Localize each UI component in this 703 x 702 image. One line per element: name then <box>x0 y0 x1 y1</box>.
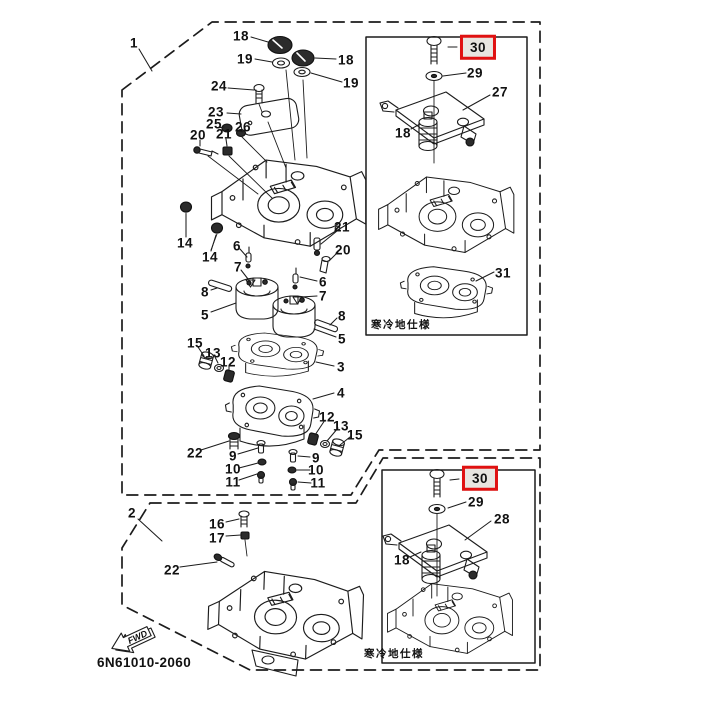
part-callout-6: 6 <box>232 238 242 254</box>
exploded-carburetor-1 <box>179 35 367 491</box>
part-callout-21: 21 <box>333 219 351 235</box>
part-callout-28: 28 <box>493 511 511 527</box>
part-callout-12: 12 <box>219 354 237 370</box>
part-callout-16: 16 <box>208 516 226 532</box>
cold-climate-assembly-top <box>378 35 515 319</box>
part-callout-14: 14 <box>176 235 194 251</box>
part-callout-5: 5 <box>200 307 210 323</box>
part-callout-4: 4 <box>336 385 346 401</box>
part-callout-13: 13 <box>204 345 222 361</box>
part-callout-26: 26 <box>234 119 252 135</box>
cold-climate-caption-top: 寒冷地仕様 <box>371 319 431 331</box>
part-callout-27: 27 <box>491 84 509 100</box>
part-callout-15: 15 <box>186 335 204 351</box>
part-callout-18: 18 <box>393 552 411 568</box>
part-callout-18: 18 <box>337 52 355 68</box>
part-callout-18: 18 <box>232 28 250 44</box>
part-callout-9: 9 <box>311 450 321 466</box>
part-callout-12: 12 <box>318 409 336 425</box>
drawing-number: 6N61010-2060 <box>97 655 192 670</box>
part-callout-7: 7 <box>233 259 243 275</box>
part-callout-30[interactable]: 30 <box>459 34 497 60</box>
part-callout-8: 8 <box>200 284 210 300</box>
part-callout-25: 25 <box>205 116 223 132</box>
part-callout-29: 29 <box>467 494 485 510</box>
part-callout-29: 29 <box>466 65 484 81</box>
part-callout-22: 22 <box>163 562 181 578</box>
part-callout-2: 2 <box>127 505 137 521</box>
group-2-outline <box>121 457 541 671</box>
fwd-arrow: FWD <box>111 626 156 654</box>
part-callout-11: 11 <box>310 475 326 491</box>
part-callout-17: 17 <box>208 530 226 546</box>
part-callout-7: 7 <box>318 288 328 304</box>
part-callout-20: 20 <box>189 127 207 143</box>
part-callout-8: 8 <box>337 308 347 324</box>
part-callout-24: 24 <box>210 78 228 94</box>
part-callout-21: 21 <box>215 126 233 142</box>
part-callout-19: 19 <box>342 75 360 91</box>
part-callout-23: 23 <box>207 104 225 120</box>
cold-climate-caption-bottom: 寒冷地仕様 <box>364 648 424 660</box>
part-callout-20: 20 <box>334 242 352 258</box>
part-callout-9: 9 <box>228 448 238 464</box>
group-1-outline <box>121 21 541 496</box>
part-callout-19: 19 <box>236 51 254 67</box>
part-callout-10: 10 <box>307 462 325 478</box>
part-callout-5: 5 <box>337 331 347 347</box>
part-callout-6: 6 <box>318 274 328 290</box>
part-callout-1: 1 <box>129 35 139 51</box>
part-callout-11: 11 <box>225 474 241 490</box>
part-callout-31: 31 <box>494 265 512 281</box>
part-callout-15: 15 <box>346 427 364 443</box>
leader-lines <box>137 36 495 568</box>
part-callout-30[interactable]: 30 <box>461 465 499 491</box>
part-callout-22: 22 <box>186 445 204 461</box>
part-callout-14: 14 <box>201 249 219 265</box>
part-callout-3: 3 <box>336 359 346 375</box>
cold-climate-inset-bottom <box>381 469 536 664</box>
part-callout-13: 13 <box>332 418 350 434</box>
part-callout-10: 10 <box>224 461 242 477</box>
part-callout-18: 18 <box>394 125 412 141</box>
